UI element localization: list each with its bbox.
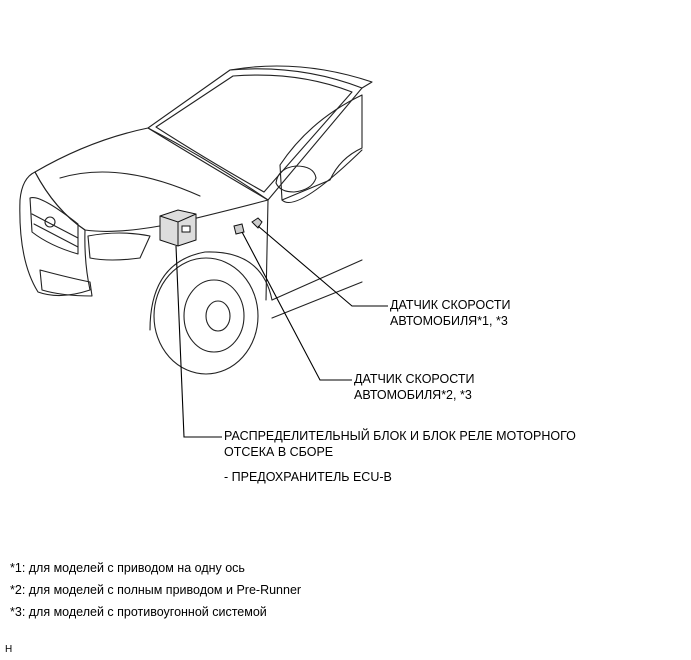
footnote-3: *3: для моделей с противоугонной системо… [10,605,267,619]
speed-sensor-2-line1: ДАТЧИК СКОРОСТИ [354,372,475,386]
junction-block-line2: ОТСЕКА В СБОРЕ [224,445,334,459]
side-window [279,94,363,201]
front-tire [153,257,259,375]
footnote-1: *1: для моделей с приводом на одну ось [10,561,245,575]
leader-sensor-2 [241,231,352,381]
speed-sensor-2-label: ДАТЧИК СКОРОСТИ АВТОМОБИЛЯ*2, *3 [354,371,474,403]
headlight [87,232,151,261]
fuse-label: - ПРЕДОХРАНИТЕЛЬ ECU-B [224,469,392,485]
grille-bar-2 [33,223,79,248]
page-code: H [5,644,13,655]
body-side-line [271,259,363,301]
body-lower-line [271,281,363,319]
hood-crease [59,171,201,197]
wheel-arch [149,251,273,331]
leader-sensor-1 [257,225,388,307]
speed-sensor-1-line2: АВТОМОБИЛЯ*1, *3 [390,314,508,328]
junction-block-icon [159,209,197,247]
front-hub [205,300,231,332]
front-rim [183,279,245,353]
fuse-text: - ПРЕДОХРАНИТЕЛЬ ECU-B [224,470,392,484]
fender-line [265,199,269,301]
fog-lamp-area [39,269,93,297]
junction-block-label: РАСПРЕДЕЛИТЕЛЬНЫЙ БЛОК И БЛОК РЕЛЕ МОТОР… [224,428,576,460]
speed-sensor-1-label: ДАТЧИК СКОРОСТИ АВТОМОБИЛЯ*1, *3 [390,297,510,329]
side-mirror [275,165,317,193]
speed-sensor-1-line1: ДАТЧИК СКОРОСТИ [390,298,511,312]
grille-bar-1 [31,213,79,239]
front-bumper [19,171,91,297]
leader-junction-block [175,245,222,438]
grille [29,196,79,255]
speed-sensor-2-icon [233,223,245,235]
speed-sensor-1-icon [251,217,263,229]
footnotes: *1: для моделей с приводом на одну ось *… [10,557,301,623]
roof-line [229,65,373,89]
speed-sensor-2-line2: АВТОМОБИЛЯ*2, *3 [354,388,472,402]
footnote-2: *2: для моделей с полным приводом и Pre-… [10,583,302,597]
junction-block-line1: РАСПРЕДЕЛИТЕЛЬНЫЙ БЛОК И БЛОК РЕЛЕ МОТОР… [224,429,576,443]
door-front-edge [281,149,363,204]
grille-emblem [44,216,56,228]
windshield-inner [155,74,353,193]
